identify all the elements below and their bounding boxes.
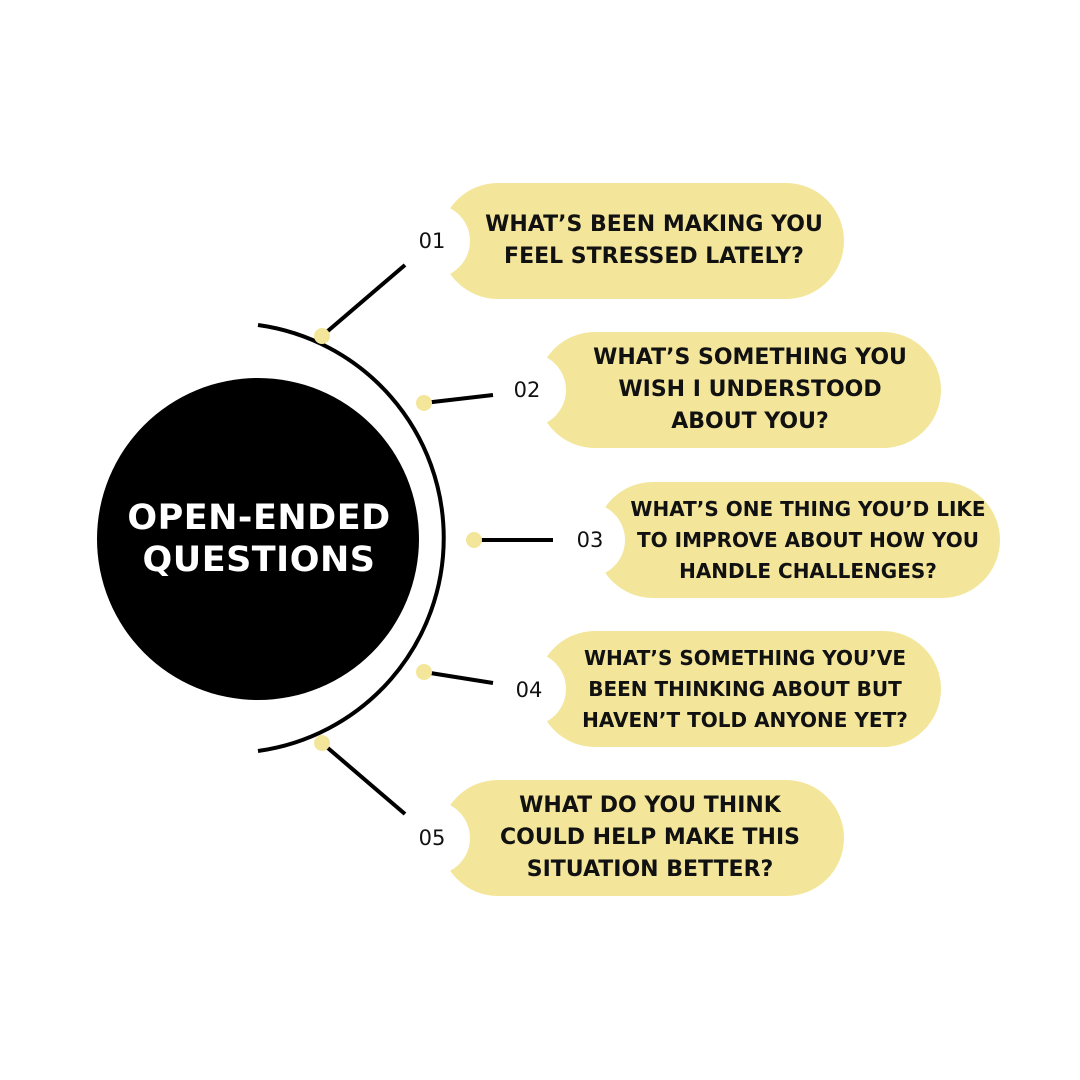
center-title: OPEN-ENDED QUESTIONS: [98, 378, 420, 700]
center-circle: [97, 378, 419, 700]
question-pill-05-shape: [440, 780, 844, 896]
number-notch-03: [551, 503, 625, 577]
connector-line-02: [423, 393, 494, 405]
connector-dot-04: [416, 664, 432, 680]
number-notch-02: [492, 353, 566, 427]
item-number-01: 01: [418, 229, 446, 253]
connector-dot-05: [314, 735, 330, 751]
connector-arc: [257, 323, 446, 753]
connector-dot-01: [314, 328, 330, 344]
item-number-02: 02: [513, 378, 541, 402]
connector-dot-03: [466, 532, 482, 548]
question-pill-01-shape: [440, 183, 844, 299]
item-number-03: 03: [576, 528, 604, 552]
number-notch-01: [396, 204, 470, 278]
question-text-02: WHAT’S SOMETHING YOU WISH I UNDERSTOOD A…: [593, 345, 907, 434]
question-pill-02-shape: [537, 332, 941, 448]
connector-line-01: [320, 263, 407, 338]
question-pill-04-shape: [537, 631, 941, 747]
number-notch-05: [396, 801, 470, 875]
number-notch-04: [492, 652, 566, 726]
question-text-03: WHAT’S ONE THING YOU’D LIKE TO IMPROVE A…: [630, 496, 986, 583]
connector-dot-02: [416, 395, 432, 411]
question-text-05: WHAT DO YOU THINK COULD HELP MAKE THIS S…: [500, 793, 800, 882]
connector-line-05: [320, 741, 407, 816]
connector-line-04: [423, 670, 494, 685]
item-number-05: 05: [418, 826, 446, 850]
question-pill-03-shape: [595, 482, 1000, 598]
center-title-text: OPEN-ENDED QUESTIONS: [127, 498, 391, 580]
item-number-04: 04: [515, 678, 543, 702]
question-text-04: WHAT’S SOMETHING YOU’VE BEEN THINKING AB…: [582, 645, 908, 732]
question-text-01: WHAT’S BEEN MAKING YOU FEEL STRESSED LAT…: [485, 212, 823, 269]
